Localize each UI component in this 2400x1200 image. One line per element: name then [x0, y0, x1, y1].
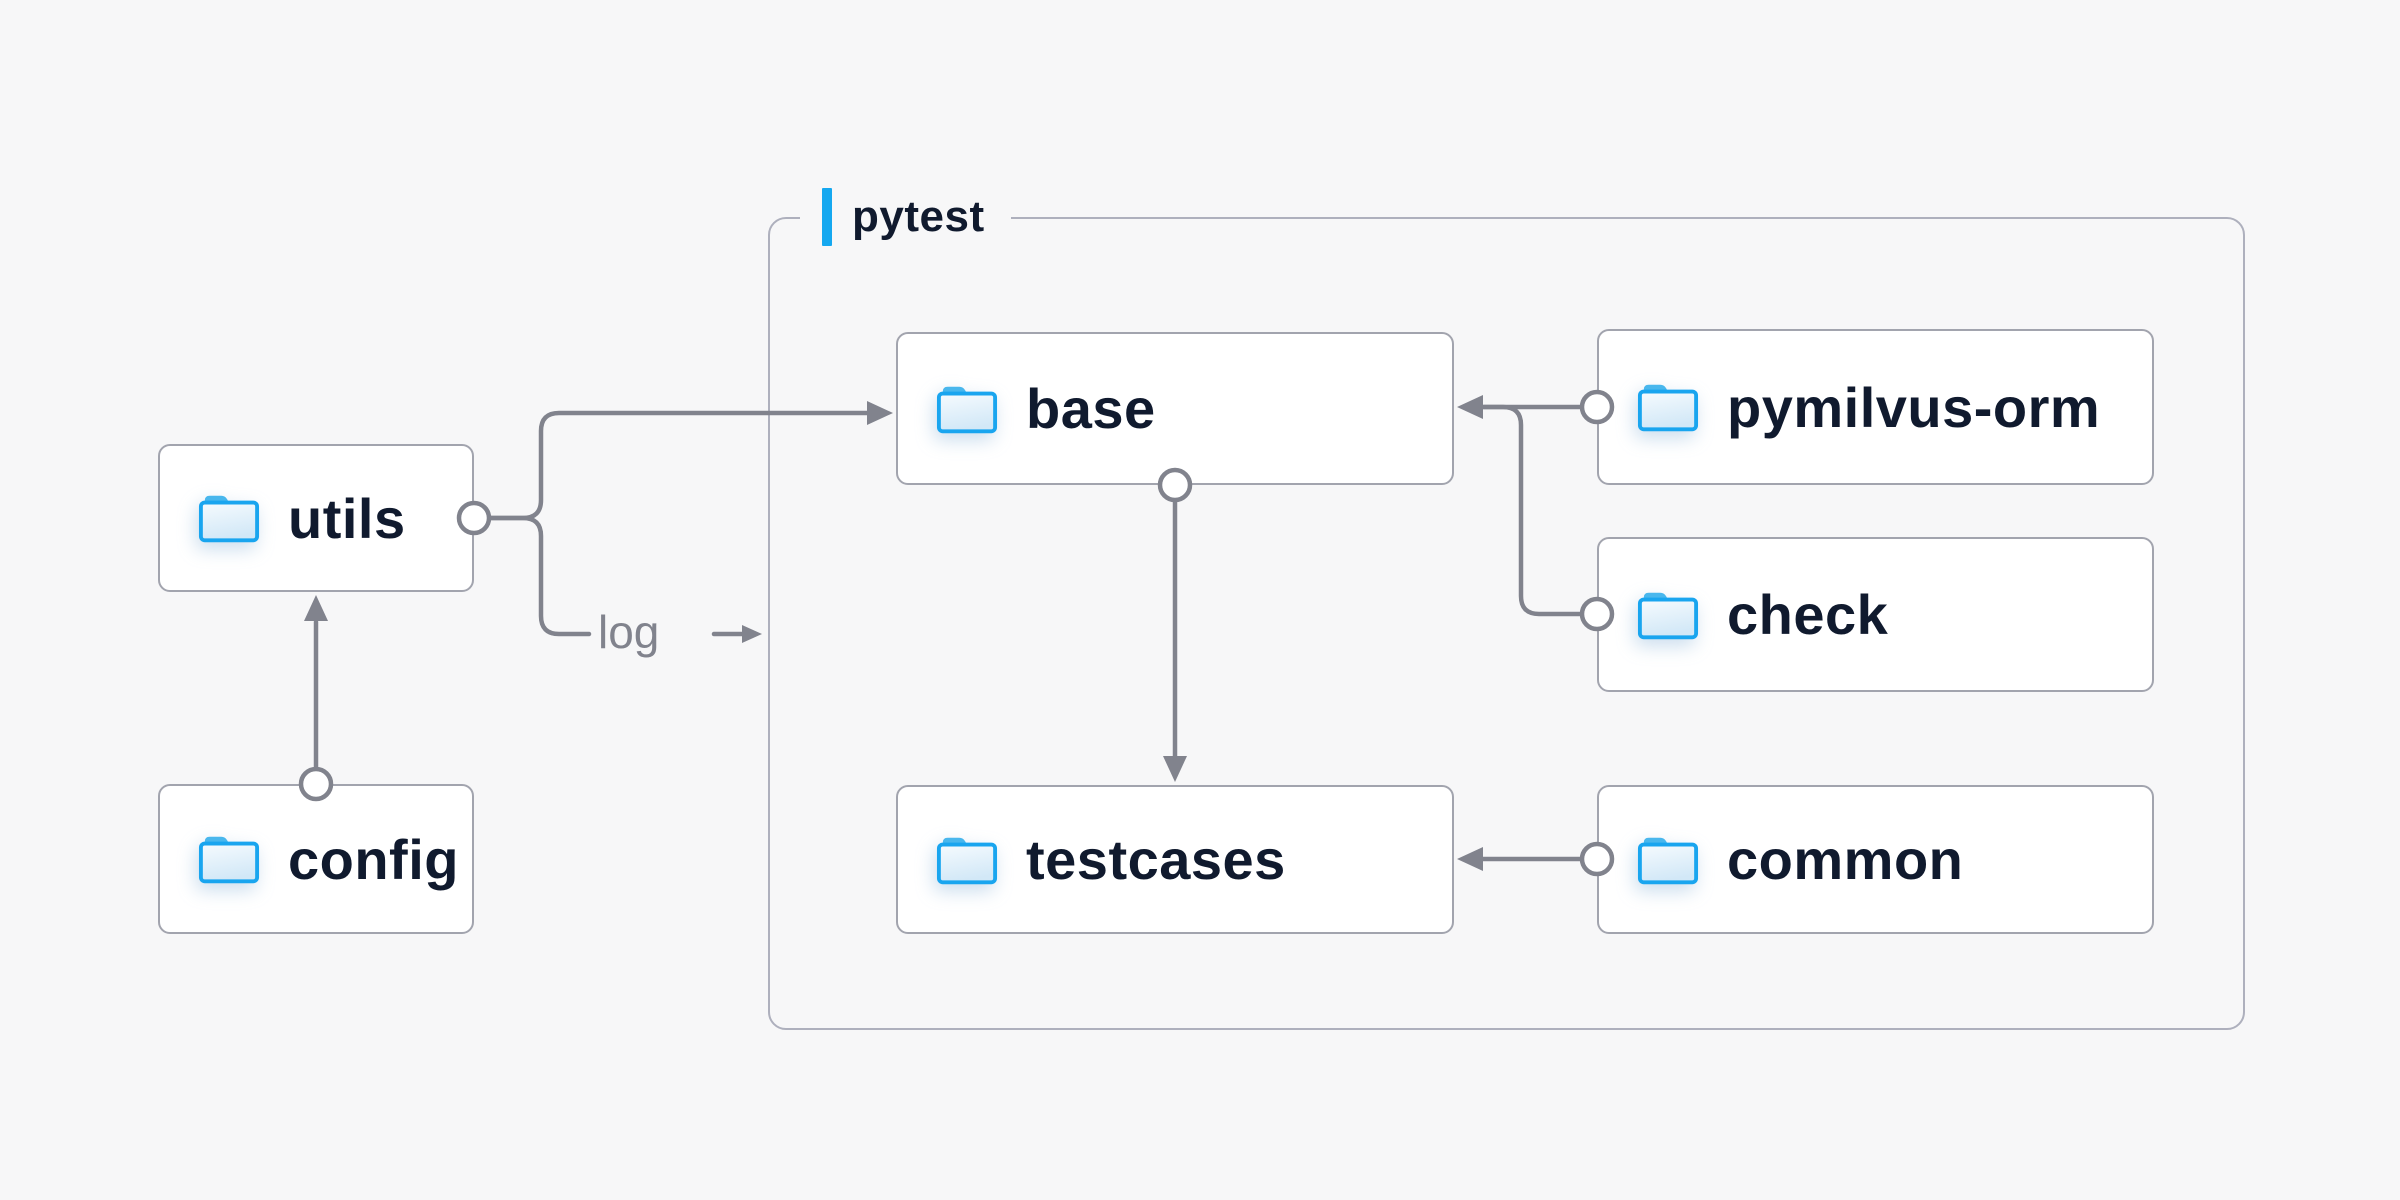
node-label: check	[1727, 583, 1889, 646]
node-label: config	[288, 827, 459, 891]
folder-icon	[198, 836, 260, 884]
folder-icon	[936, 386, 998, 433]
node-pymilvus-orm[interactable]: pymilvus-orm	[1597, 329, 2154, 485]
node-check[interactable]: check	[1597, 537, 2154, 692]
folder-icon	[936, 837, 998, 884]
arrowhead-up	[304, 595, 328, 621]
node-label: testcases	[1026, 828, 1286, 891]
pytest-group-box	[768, 217, 2245, 1030]
folder-icon	[1637, 384, 1699, 432]
node-utils[interactable]: utils	[158, 444, 474, 592]
pytest-group-label: pytest	[800, 186, 1011, 248]
node-config[interactable]: config	[158, 784, 474, 934]
accent-bar	[822, 188, 832, 246]
node-common[interactable]: common	[1597, 785, 2154, 934]
folder-icon	[1637, 592, 1699, 639]
node-label: common	[1727, 828, 1964, 891]
node-base[interactable]: base	[896, 332, 1454, 485]
folder-icon	[1637, 837, 1699, 884]
node-label: pymilvus-orm	[1727, 375, 2101, 439]
node-label: base	[1026, 377, 1156, 440]
edge-label-log: log	[598, 606, 660, 658]
edge-utils-log	[486, 515, 592, 637]
arrowhead-right-small	[742, 625, 762, 643]
node-label: utils	[288, 486, 406, 550]
folder-icon	[198, 495, 260, 543]
node-testcases[interactable]: testcases	[896, 785, 1454, 934]
group-title: pytest	[852, 192, 985, 241]
